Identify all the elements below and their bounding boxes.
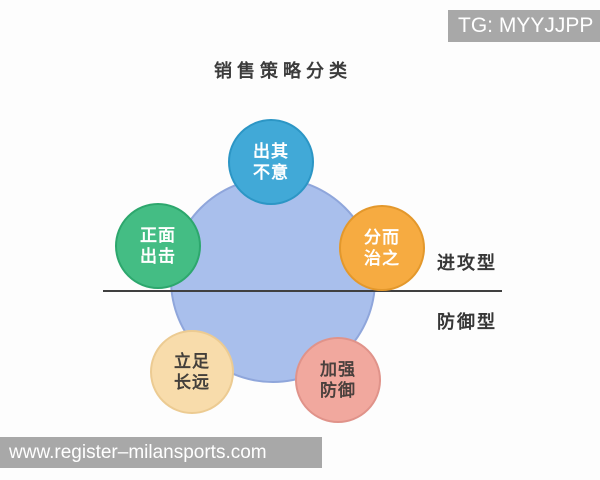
strategy-node-label: 加强 防御 (320, 360, 356, 400)
strategy-node-label: 立足 长远 (174, 352, 210, 392)
diagram-title: 销售策略分类 (214, 61, 352, 81)
strategy-node-divide-and-conquer: 分而 治之 (339, 205, 425, 291)
strategy-node-frontal-assault: 正面 出击 (115, 203, 201, 289)
strategy-node-label: 分而 治之 (364, 228, 400, 268)
attack-type-label: 进攻型 (437, 253, 497, 273)
defense-type-label: 防御型 (437, 312, 497, 332)
telegram-watermark-badge: TG: MYYJJPP (448, 10, 600, 42)
site-watermark-badge: www.register–milansports.com (0, 437, 322, 468)
strategy-node-label: 正面 出击 (140, 226, 176, 266)
strategy-node-strengthen-defense: 加强 防御 (295, 337, 381, 423)
strategy-node-surprise-attack: 出其 不意 (228, 119, 314, 205)
strategy-node-long-term-footing: 立足 长远 (150, 330, 234, 414)
attack-defense-divider-line (103, 290, 502, 292)
strategy-node-label: 出其 不意 (253, 142, 289, 182)
